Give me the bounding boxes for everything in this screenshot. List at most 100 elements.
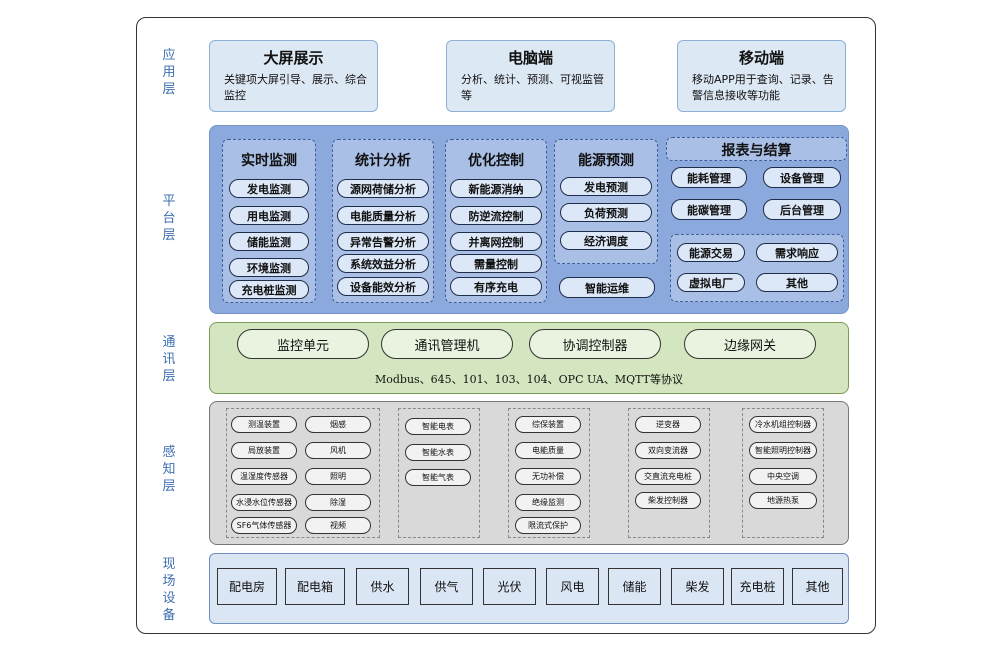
- module-pill: 有序充电: [450, 277, 542, 296]
- report-settle-title-box: 报表与结算: [666, 137, 847, 161]
- module-pill: 新能源消纳: [450, 179, 542, 198]
- module-pill: 设备管理: [763, 167, 841, 188]
- sensor-pill: 水浸水位传感器: [231, 494, 297, 511]
- sensor-group-converters: 逆变器 双向变流器 交直流充电桩 柴发控制器: [628, 408, 710, 538]
- sensor-pill: 局放装置: [231, 442, 297, 459]
- optimize-control-group: 优化控制 新能源消纳 防逆流控制 并离网控制 需量控制 有序充电: [445, 139, 547, 303]
- platform-layer: 实时监测 发电监测 用电监测 储能监测 环境监测 充电桩监测 统计分析 源网荷储…: [209, 125, 849, 314]
- module-pill: 系统效益分析: [337, 254, 429, 273]
- module-pill: 源网荷储分析: [337, 179, 429, 198]
- sensor-group-protection: 综保装置 电能质量 无功补偿 绝缘监测 限流式保护: [508, 408, 590, 538]
- sensor-pill: 交直流充电桩: [635, 468, 701, 485]
- comm-unit: 边缘网关: [684, 329, 816, 359]
- layer-label-field: 现 场 设 备: [162, 557, 176, 623]
- sensor-pill: 限流式保护: [515, 517, 581, 534]
- module-pill: 能源交易: [677, 243, 745, 262]
- sensor-pill: 智能气表: [405, 469, 471, 486]
- sensor-pill: 逆变器: [635, 416, 701, 433]
- market-service-group: 能源交易 需求响应 虚拟电厂 其他: [670, 234, 844, 302]
- group-title: 优化控制: [468, 153, 524, 169]
- sensor-pill: 地源热泵: [749, 492, 817, 509]
- comm-unit: 协调控制器: [529, 329, 661, 359]
- module-pill: 电能质量分析: [337, 206, 429, 225]
- module-pill: 虚拟电厂: [677, 273, 745, 292]
- layer-label-sense: 感 知 层: [162, 445, 176, 494]
- perception-layer: 测温装置 局放装置 温湿度传感器 水浸水位传感器 SF6气体传感器 烟感 风机 …: [209, 401, 849, 545]
- comm-unit: 监控单元: [237, 329, 369, 359]
- app-title: 移动端: [738, 49, 784, 67]
- layer-label-platform: 平 台 层: [162, 194, 176, 243]
- module-pill: 用电监测: [229, 206, 309, 225]
- field-device-box: 供水: [356, 568, 409, 605]
- module-pill: 经济调度: [560, 231, 652, 250]
- module-pill: 防逆流控制: [450, 206, 542, 225]
- sensor-pill: 绝缘监测: [515, 494, 581, 511]
- field-device-box: 光伏: [483, 568, 536, 605]
- sensor-pill: 双向变流器: [635, 442, 701, 459]
- communication-layer: 监控单元 通讯管理机 协调控制器 边缘网关 Modbus、645、101、103…: [209, 322, 849, 394]
- sensor-pill: 除湿: [305, 494, 371, 511]
- field-device-box: 风电: [546, 568, 599, 605]
- module-pill: 环境监测: [229, 258, 309, 277]
- field-device-box: 配电箱: [285, 568, 345, 605]
- sensor-pill: 无功补偿: [515, 468, 581, 485]
- sensor-pill: 中央空调: [749, 468, 817, 485]
- layer-label-app: 应 用 层: [162, 48, 176, 97]
- protocol-text: Modbus、645、101、103、104、OPC UA、MQTT等协议: [374, 373, 684, 386]
- sensor-pill: 综保装置: [515, 416, 581, 433]
- module-pill: 发电预测: [560, 177, 652, 196]
- module-pill: 能碳管理: [671, 199, 747, 220]
- comm-unit: 通讯管理机: [381, 329, 513, 359]
- sensor-pill: 智能水表: [405, 444, 471, 461]
- module-pill: 负荷预测: [560, 203, 652, 222]
- sensor-pill: 智能照明控制器: [749, 442, 817, 459]
- field-device-box: 配电房: [217, 568, 277, 605]
- sensor-pill: 烟感: [305, 416, 371, 433]
- group-title: 实时监测: [241, 153, 297, 169]
- sensor-pill: SF6气体传感器: [231, 517, 297, 534]
- sensor-pill: 温湿度传感器: [231, 468, 297, 485]
- group-title: 统计分析: [355, 153, 411, 169]
- realtime-monitor-group: 实时监测 发电监测 用电监测 储能监测 环境监测 充电桩监测: [222, 139, 316, 303]
- group-title: 报表与结算: [721, 143, 792, 159]
- field-device-box: 储能: [608, 568, 661, 605]
- field-device-box: 充电桩: [731, 568, 784, 605]
- module-pill: 储能监测: [229, 232, 309, 251]
- module-pill: 能耗管理: [671, 167, 747, 188]
- app-desc: 分析、统计、预测、可视监管等: [461, 73, 604, 102]
- app-mobile: 移动端 移动APP用于查询、记录、告警信息接收等功能: [677, 40, 846, 112]
- module-pill: 其他: [756, 273, 838, 292]
- sensor-pill: 电能质量: [515, 442, 581, 459]
- module-pill: 设备能效分析: [337, 277, 429, 296]
- app-desc: 关键项大屏引导、展示、综合监控: [224, 73, 367, 102]
- module-pill: 异常告警分析: [337, 232, 429, 251]
- module-pill: 并离网控制: [450, 232, 542, 251]
- module-pill: 需求响应: [756, 243, 838, 262]
- sensor-pill: 视频: [305, 517, 371, 534]
- field-device-box: 供气: [420, 568, 473, 605]
- smart-ops-pill: 智能运维: [559, 277, 655, 298]
- module-pill: 需量控制: [450, 254, 542, 273]
- sensor-pill: 冷水机组控制器: [749, 416, 817, 433]
- group-title: 能源预测: [578, 153, 634, 169]
- module-pill: 后台管理: [763, 199, 841, 220]
- field-device-layer: 配电房 配电箱 供水 供气 光伏 风电 储能 柴发 充电桩 其他: [209, 553, 849, 624]
- app-title: 大屏展示: [263, 49, 324, 67]
- stats-analysis-group: 统计分析 源网荷储分析 电能质量分析 异常告警分析 系统效益分析 设备能效分析: [332, 139, 434, 303]
- sensor-group-environment: 测温装置 局放装置 温湿度传感器 水浸水位传感器 SF6气体传感器 烟感 风机 …: [226, 408, 380, 538]
- sensor-group-hvac: 冷水机组控制器 智能照明控制器 中央空调 地源热泵: [742, 408, 824, 538]
- app-big-screen: 大屏展示 关键项大屏引导、展示、综合监控: [209, 40, 378, 112]
- app-desc: 移动APP用于查询、记录、告警信息接收等功能: [692, 73, 834, 102]
- app-pc: 电脑端 分析、统计、预测、可视监管等: [446, 40, 615, 112]
- field-device-box: 其他: [792, 568, 843, 605]
- field-device-box: 柴发: [671, 568, 724, 605]
- sensor-pill: 照明: [305, 468, 371, 485]
- sensor-pill: 柴发控制器: [635, 492, 701, 509]
- layer-label-comm: 通 讯 层: [162, 335, 176, 384]
- module-pill: 充电桩监测: [229, 280, 309, 299]
- module-pill: 发电监测: [229, 179, 309, 198]
- energy-forecast-group: 能源预测 发电预测 负荷预测 经济调度: [554, 139, 658, 264]
- app-title: 电脑端: [507, 49, 553, 67]
- sensor-group-meters: 智能电表 智能水表 智能气表: [398, 408, 480, 538]
- sensor-pill: 智能电表: [405, 418, 471, 435]
